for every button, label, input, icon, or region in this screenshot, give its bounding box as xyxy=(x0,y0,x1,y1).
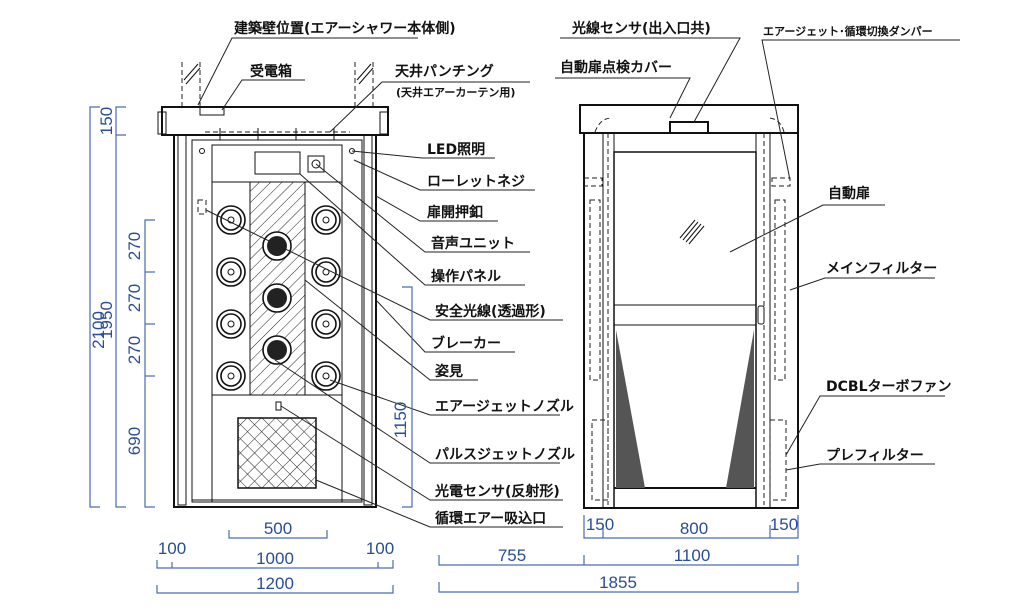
main-filter-left xyxy=(589,199,601,381)
voice-unit xyxy=(307,155,325,173)
dim-top-section: 150 xyxy=(97,107,116,135)
air-jet-nozzle-center xyxy=(322,216,330,224)
label-air-jet-nozzle: エアージェットノズル xyxy=(435,398,574,415)
dim-total-depth: 1855 xyxy=(599,573,637,592)
beam-sensor xyxy=(669,121,709,134)
air-jet-nozzle xyxy=(220,209,242,231)
label-mirror: 姿見 xyxy=(435,363,463,380)
air-jet-nozzle-center xyxy=(227,320,235,328)
air-jet-nozzle xyxy=(216,361,246,391)
dim-door-width: 800 xyxy=(680,519,708,538)
pulse-jet-nozzle-core xyxy=(267,340,287,360)
dim-sensor-height: 1150 xyxy=(391,402,410,439)
label-return-air-inlet: 循環エアー吸込口 xyxy=(435,510,546,527)
label-voice-unit: 音声ユニット xyxy=(431,235,515,252)
dim-bottom-section: 690 xyxy=(125,427,144,455)
label-knurled-screw: ローレットネジ xyxy=(427,174,525,190)
led-light xyxy=(199,148,205,154)
label-damper: エアージェット･循環切換ダンパー xyxy=(763,24,933,38)
side-dimension-lines xyxy=(438,515,799,593)
safety-beam-sensor xyxy=(197,199,207,215)
dim-inner-width: 1000 xyxy=(256,549,294,568)
air-jet-nozzle xyxy=(311,309,341,339)
damper-left xyxy=(583,177,603,187)
door-blind-right xyxy=(726,330,754,488)
air-jet-nozzle xyxy=(311,257,341,287)
door-inspection-cover xyxy=(579,104,799,134)
air-jet-nozzle xyxy=(315,313,337,335)
dim-side-left: 100 xyxy=(158,539,186,558)
label-fan: DCBLターボファン xyxy=(826,379,952,395)
label-led-light: LED照明 xyxy=(427,142,485,158)
air-jet-nozzle-center xyxy=(227,372,235,380)
label-ceiling-punching: 天井パンチング xyxy=(395,63,494,80)
label-ceiling-punching-sub: (天井エアーカーテン用) xyxy=(396,85,515,99)
label-power-box: 受電箱 xyxy=(250,63,292,80)
pulse-jet-nozzle-core xyxy=(267,288,287,308)
door-blind-left xyxy=(616,330,645,488)
air-jet-nozzle-center xyxy=(322,320,330,328)
side-leader-lines xyxy=(555,37,960,471)
air-jet-nozzle xyxy=(216,205,246,235)
air-jet-nozzle xyxy=(311,361,341,391)
main-filter-right xyxy=(774,199,786,381)
damper-right xyxy=(771,177,791,187)
front-view xyxy=(157,62,389,508)
label-main-filter: メインフィルター xyxy=(826,261,937,277)
front-leader-lines xyxy=(197,37,563,528)
air-jet-nozzle xyxy=(311,205,341,235)
return-air-inlet xyxy=(237,417,317,489)
label-photo-sensor: 光電センサ(反射形) xyxy=(434,483,560,500)
dim-inlet-width: 500 xyxy=(264,519,292,538)
dim-side-view-right: 150 xyxy=(770,515,798,534)
pulse-jet-nozzle-core xyxy=(267,236,287,256)
dim-nozzle-pitch-3: 270 xyxy=(125,336,144,364)
air-jet-nozzle xyxy=(315,261,337,283)
dim-nozzle-pitch-2: 270 xyxy=(125,284,144,312)
label-breaker: ブレーカー xyxy=(431,335,501,352)
label-pre-filter: プレフィルター xyxy=(826,448,924,464)
pre-filter-left xyxy=(591,419,609,501)
dim-offset: 755 xyxy=(498,546,526,565)
label-door-cover: 自動扉点検カバー xyxy=(560,59,672,76)
pulse-jet-nozzles xyxy=(262,231,292,365)
air-jet-nozzle xyxy=(220,365,242,387)
air-jet-nozzle-center xyxy=(227,268,235,276)
wall-position-marks xyxy=(181,62,374,108)
label-control-panel: 操作パネル xyxy=(431,268,501,285)
side-view xyxy=(579,104,799,509)
air-jet-nozzle xyxy=(216,309,246,339)
dim-nozzle-pitch-1: 270 xyxy=(125,232,144,260)
control-panel xyxy=(254,151,301,175)
dim-inner-height: 1950 xyxy=(97,301,116,339)
dim-side-right: 100 xyxy=(366,539,394,558)
label-pulse-jet-nozzle: パルスジェットノズル xyxy=(435,446,575,463)
photo-sensor xyxy=(275,401,282,411)
label-wall-position: 建築壁位置(エアーシャワー本体側) xyxy=(234,20,456,37)
label-safety-beam: 安全光線(透過形) xyxy=(435,303,546,320)
air-jet-nozzles xyxy=(216,205,341,391)
dim-body-depth: 1100 xyxy=(674,546,711,565)
power-box xyxy=(199,106,225,116)
air-jet-nozzle-center xyxy=(322,372,330,380)
label-beam-sensor: 光線センサ(出入口共) xyxy=(571,20,711,37)
pre-filter-right xyxy=(769,419,787,501)
front-dimension-lines xyxy=(89,106,413,594)
dim-total-width: 1200 xyxy=(256,574,294,593)
air-jet-nozzle xyxy=(216,257,246,287)
dim-total-height: 2100 xyxy=(89,311,108,349)
air-jet-nozzle xyxy=(220,313,242,335)
air-jet-nozzle xyxy=(220,261,242,283)
air-jet-nozzle xyxy=(315,209,337,231)
label-door-open-button: 扉開押釦 xyxy=(427,204,483,221)
air-jet-nozzle xyxy=(315,365,337,387)
auto-door xyxy=(613,151,757,509)
ceiling-header xyxy=(161,106,389,136)
body-frame xyxy=(173,134,377,508)
dim-side-view-left: 150 xyxy=(586,515,614,534)
air-jet-nozzle-center xyxy=(227,216,235,224)
label-auto-door: 自動扉 xyxy=(828,185,870,202)
